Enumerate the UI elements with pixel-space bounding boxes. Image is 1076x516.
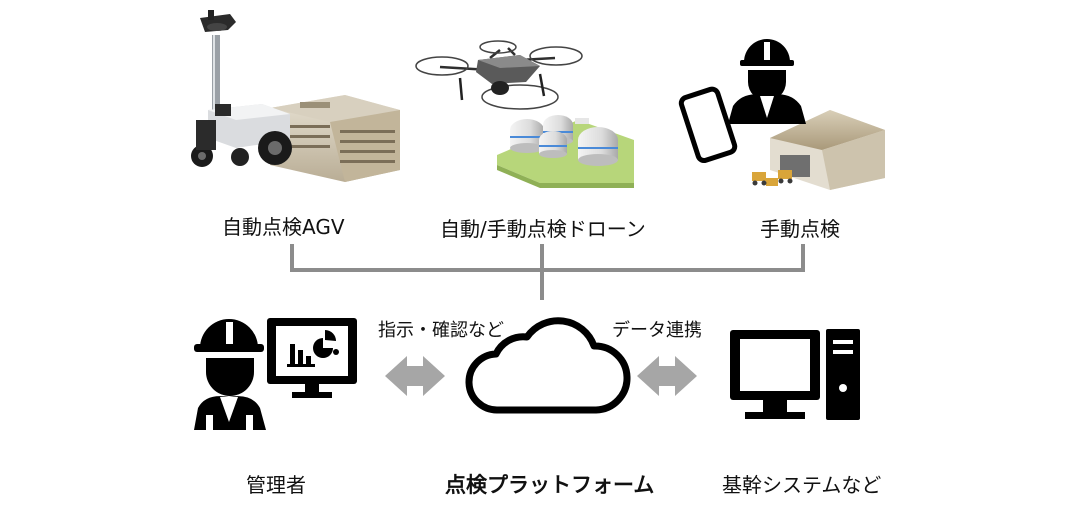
- label-manual-inspection: 手動点検: [760, 217, 840, 241]
- label-drone: 自動/手動点検ドローン: [440, 217, 646, 241]
- monitor-chart-icon: [267, 318, 357, 398]
- worker-tablet-icon: [678, 39, 885, 190]
- admin-worker-icon: [194, 319, 266, 430]
- agv-robot-icon: [191, 10, 400, 182]
- label-instruction: 指示・確認など: [378, 320, 504, 341]
- drone-icon: [415, 40, 634, 188]
- cloud-icon: [465, 317, 631, 414]
- label-admin: 管理者: [246, 473, 306, 497]
- label-agv: 自動点検AGV: [222, 215, 345, 239]
- connector-bracket: [290, 244, 805, 300]
- left-double-arrow: [385, 356, 445, 396]
- label-platform: 点検プラットフォーム: [445, 473, 655, 497]
- right-double-arrow: [637, 356, 697, 396]
- label-core-system: 基幹システムなど: [722, 473, 882, 497]
- label-data-link: データ連携: [612, 320, 702, 341]
- computer-icon: [730, 329, 860, 420]
